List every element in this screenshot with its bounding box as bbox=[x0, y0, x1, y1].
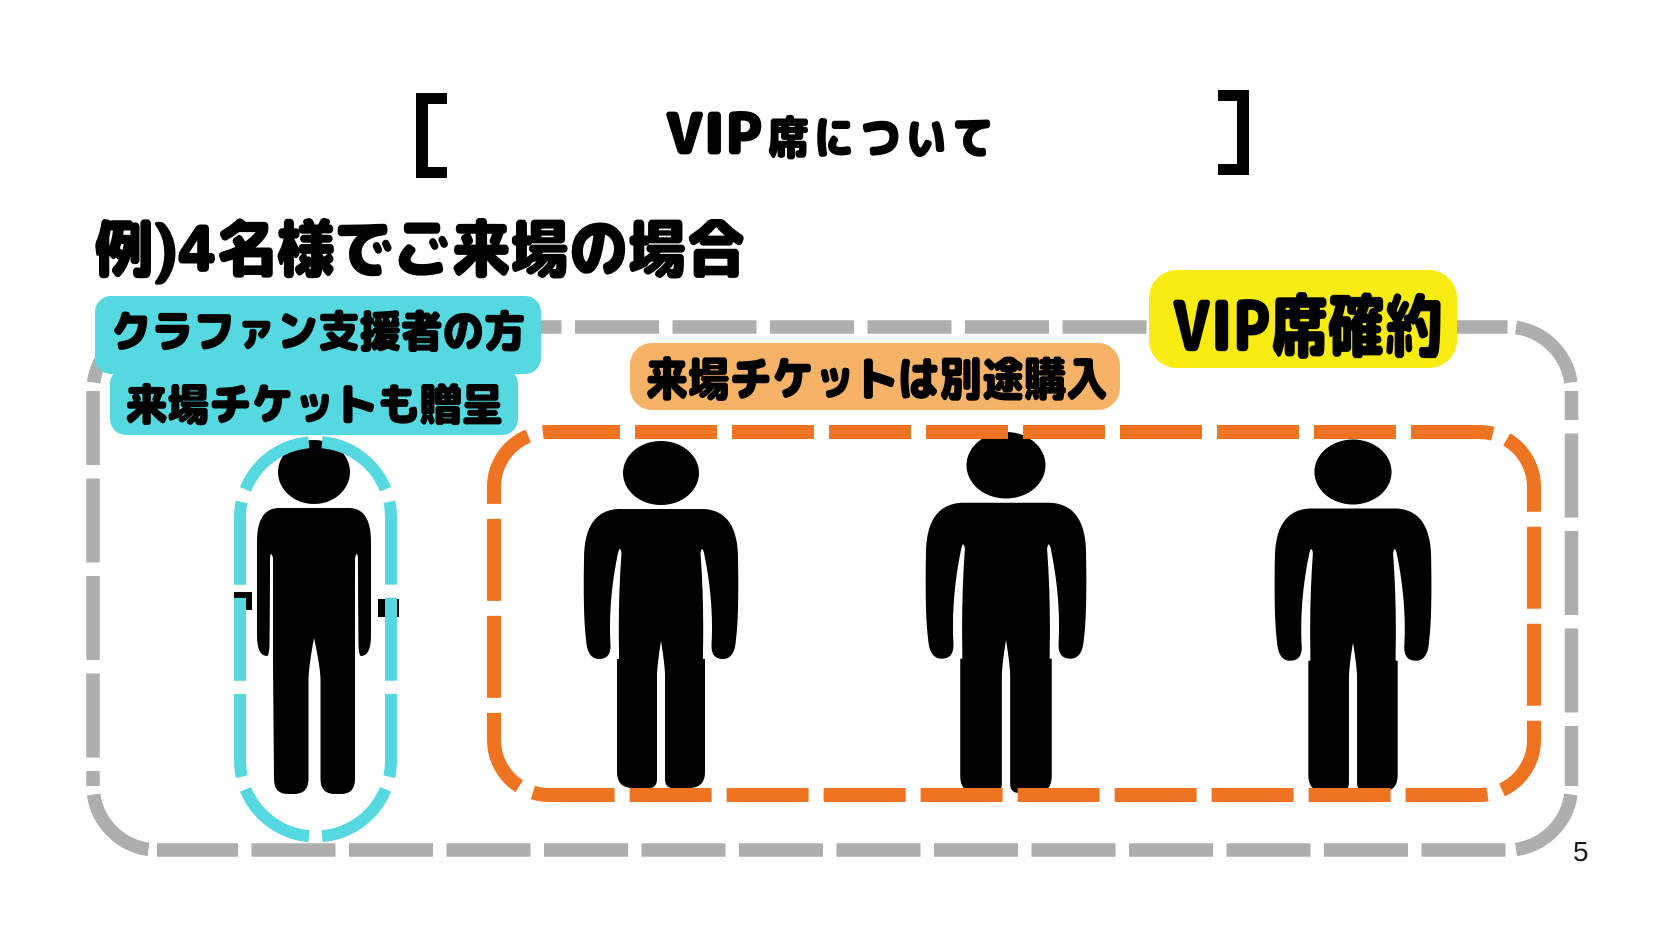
svg-text:5: 5 bbox=[1573, 836, 1589, 867]
